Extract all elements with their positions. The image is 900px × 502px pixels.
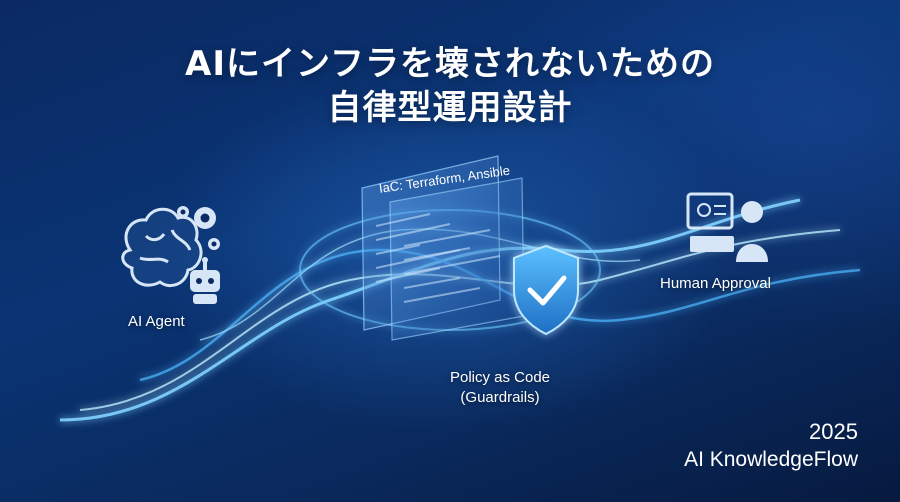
person-at-computer-icon bbox=[686, 192, 768, 262]
title-line-1: AIにインフラを壊されないための bbox=[185, 44, 715, 84]
ai-agent-label: AI Agent bbox=[128, 313, 185, 330]
gear-icon bbox=[177, 206, 220, 250]
footer-year: 2025 bbox=[809, 419, 858, 444]
footer-brand: AI KnowledgeFlow bbox=[684, 448, 858, 471]
footer-credit: 2025 AI KnowledgeFlow bbox=[684, 418, 858, 474]
iac-panels bbox=[361, 155, 525, 341]
policy-label-line-1: Policy as Code bbox=[449, 369, 551, 386]
shield-check-icon bbox=[513, 244, 579, 336]
robot-icon bbox=[190, 257, 220, 304]
brain-icon bbox=[121, 207, 203, 287]
policy-label-line-2: (Guardrails) bbox=[460, 389, 540, 406]
policy-as-code-label: Policy as Code (Guardrails) bbox=[430, 368, 570, 408]
human-approval-label: Human Approval bbox=[660, 275, 771, 292]
title-line-2: 自律型運用設計 bbox=[327, 88, 573, 128]
page-title: AIにインフラを壊されないための 自律型運用設計 bbox=[0, 42, 900, 130]
